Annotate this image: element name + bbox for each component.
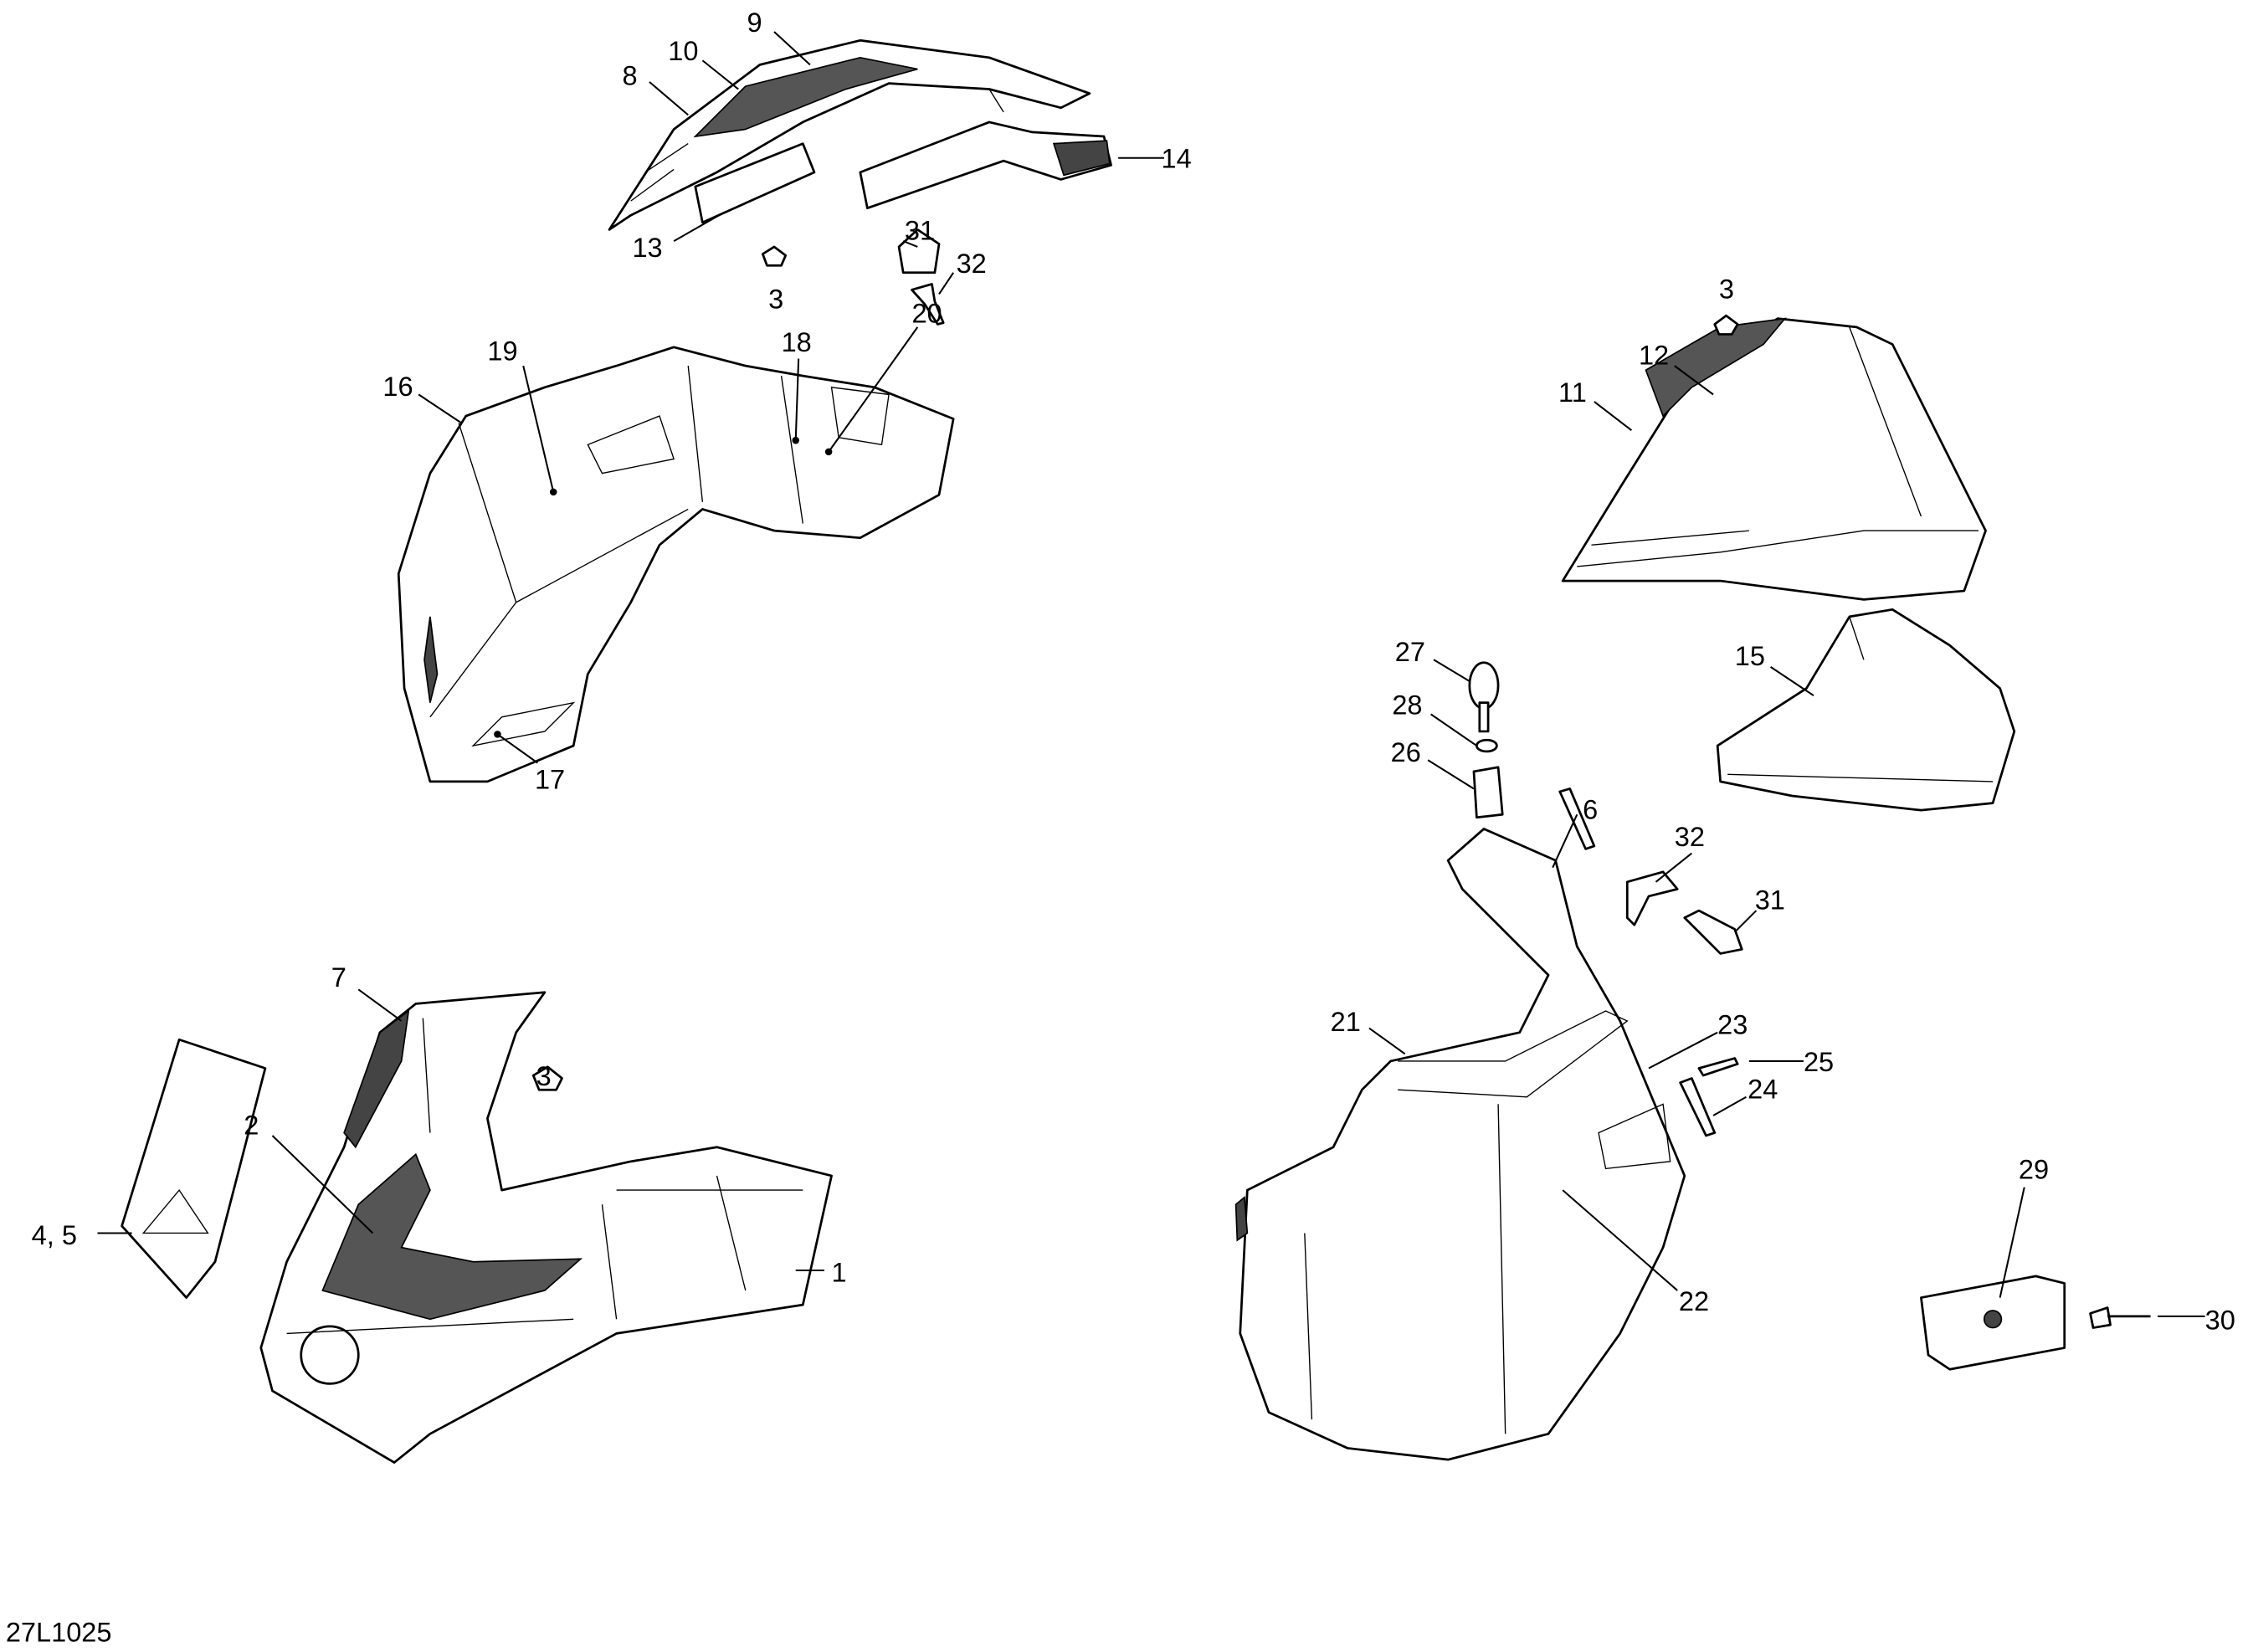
part-13 xyxy=(694,142,816,224)
part-6 xyxy=(1558,788,1596,850)
callout-21: 21 xyxy=(1331,1007,1361,1037)
callout-14: 14 xyxy=(1162,144,1192,174)
part-7 xyxy=(343,1009,410,1149)
part-29 xyxy=(1920,1275,2066,1371)
part-26-grommet xyxy=(1472,766,1504,819)
callout-10: 10 xyxy=(668,36,698,66)
part-hood-1 xyxy=(259,991,833,1464)
callout-3-hood: 3 xyxy=(536,1061,552,1091)
callout-32-top: 32 xyxy=(957,249,987,279)
callout-32-right: 32 xyxy=(1675,822,1705,852)
callout-27: 27 xyxy=(1395,637,1425,667)
part-32-top xyxy=(911,283,945,326)
part-28-washer xyxy=(1476,738,1498,753)
callout-3-right: 3 xyxy=(1719,274,1734,305)
part-upper-console-8-9-10 xyxy=(608,38,1091,231)
leader-lines xyxy=(97,31,2205,1317)
callout-19: 19 xyxy=(487,336,517,366)
callout-13: 13 xyxy=(632,233,662,263)
callout-24: 24 xyxy=(1748,1074,1778,1104)
callout-6: 6 xyxy=(1583,794,1598,824)
callout-25: 25 xyxy=(1804,1047,1834,1077)
callout-15: 15 xyxy=(1735,641,1765,671)
part-14 xyxy=(859,121,1112,210)
callout-7: 7 xyxy=(331,962,346,993)
part-3-right xyxy=(1713,314,1739,336)
part-24 xyxy=(1679,1077,1717,1137)
callout-8: 8 xyxy=(622,60,637,90)
callout-1: 1 xyxy=(832,1258,847,1288)
callout-31-top: 31 xyxy=(905,215,935,245)
callout-29: 29 xyxy=(2019,1154,2049,1184)
callout-11: 11 xyxy=(1558,377,1587,408)
part-4-5 xyxy=(121,1038,267,1299)
part-side-panel-22 xyxy=(1234,828,1686,1461)
callout-30: 30 xyxy=(2205,1305,2235,1335)
part-front-shell-16-19 xyxy=(397,346,955,783)
part-3-hood xyxy=(531,1065,563,1091)
callout-9: 9 xyxy=(747,8,762,38)
diagram-id: 27L1025 xyxy=(6,1618,112,1648)
callout-2: 2 xyxy=(244,1110,259,1140)
callout-26: 26 xyxy=(1391,737,1421,767)
callout-3-top: 3 xyxy=(768,285,783,315)
callout-17: 17 xyxy=(535,764,565,794)
callout-20: 20 xyxy=(911,299,942,329)
callout-16: 16 xyxy=(382,372,413,402)
callout-18: 18 xyxy=(782,327,812,357)
callout-31-right: 31 xyxy=(1755,885,1785,915)
part-side-panel-11 xyxy=(1561,317,1987,601)
callout-4-5: 4, 5 xyxy=(32,1220,77,1250)
callout-23: 23 xyxy=(1717,1009,1748,1039)
part-31-right xyxy=(1683,909,1743,955)
part-31-top xyxy=(897,228,941,274)
part-32-right xyxy=(1625,870,1679,926)
callout-labels: 1 2 3 3 3 4, 5 6 7 8 9 10 11 12 13 14 15… xyxy=(6,8,2235,1648)
part-30 xyxy=(2089,1306,2151,1329)
callout-28: 28 xyxy=(1392,690,1422,720)
callout-12: 12 xyxy=(1639,340,1669,370)
part-15 xyxy=(1716,608,2016,812)
part-25 xyxy=(1697,1057,1739,1077)
callout-22: 22 xyxy=(1679,1286,1709,1316)
part-27-pin xyxy=(1468,661,1500,733)
part-3-top xyxy=(761,245,788,267)
